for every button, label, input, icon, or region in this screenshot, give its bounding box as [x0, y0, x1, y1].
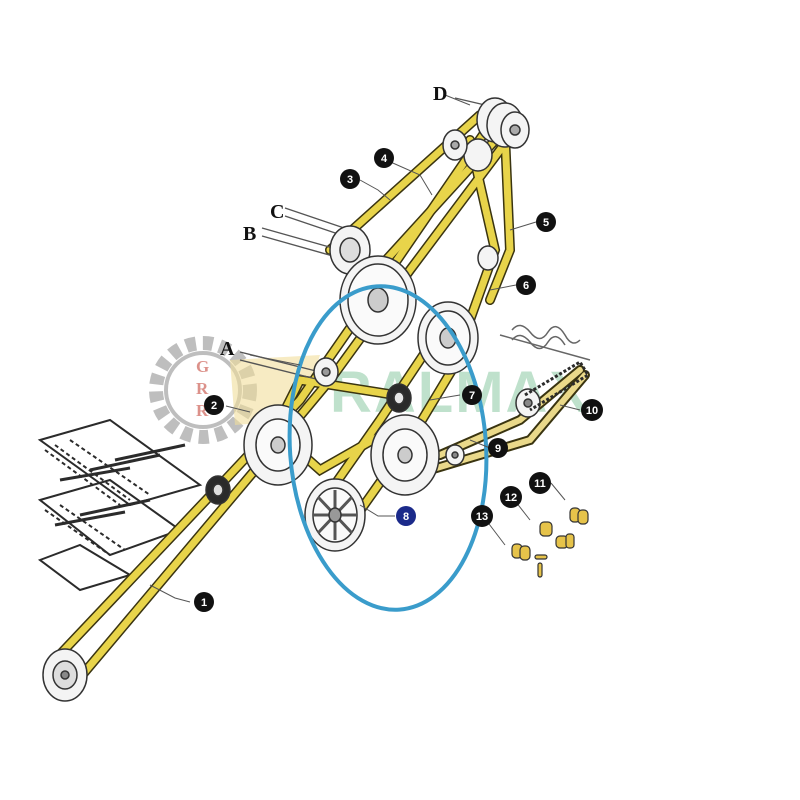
belt-6: [486, 131, 514, 304]
pulley-top-d: [442, 97, 530, 172]
pulley-a: [313, 357, 339, 387]
callout-6: 6: [516, 275, 536, 295]
callout-9: 9: [488, 438, 508, 458]
leader-lines: [149, 94, 581, 603]
label-d: D: [433, 83, 447, 105]
callout-3: 3: [340, 169, 360, 189]
svg-text:5: 5: [543, 217, 549, 229]
svg-text:12: 12: [505, 492, 517, 504]
gear-letter-1: G: [196, 357, 209, 376]
chain-link-11: [569, 507, 589, 525]
pulley-9: [445, 444, 465, 466]
pulleys: [42, 97, 541, 702]
label-a: A: [220, 338, 235, 360]
svg-text:11: 11: [534, 478, 546, 490]
pulley-idler-left: [205, 475, 231, 505]
callout-12: 12: [500, 486, 522, 508]
svg-text:7: 7: [469, 390, 475, 402]
pulley-large-upper: [339, 255, 417, 345]
callout-7: 7: [462, 385, 482, 405]
svg-text:3: 3: [347, 174, 353, 186]
svg-text:2: 2: [211, 400, 217, 412]
pulley-mid: [370, 414, 440, 496]
callout-11: 11: [529, 472, 551, 494]
pulley-bottom: [42, 648, 88, 702]
label-c: C: [270, 201, 284, 223]
pulley-2: [243, 404, 313, 486]
callout-4: 4: [374, 148, 394, 168]
letter-labels: D C B A: [220, 83, 447, 360]
svg-text:1: 1: [201, 597, 207, 609]
pulley-small-right: [477, 245, 499, 271]
callout-2: 2: [204, 395, 224, 415]
svg-text:6: 6: [523, 280, 529, 292]
pulley-10: [515, 388, 541, 418]
svg-text:4: 4: [381, 153, 388, 165]
auger-shaft: [499, 324, 591, 361]
pulley-8: [304, 478, 366, 552]
callouts: 1 2 3 4 5 6 7 8: [194, 148, 603, 612]
chain-link-13: [511, 543, 548, 578]
chain-link-12: [539, 521, 575, 549]
svg-text:8: 8: [403, 511, 409, 523]
pulley-7: [386, 383, 412, 413]
gear-letter-2: R: [196, 379, 209, 398]
label-b: B: [243, 223, 256, 245]
chain-10: [524, 359, 591, 412]
svg-text:10: 10: [586, 405, 598, 417]
callout-1: 1: [194, 592, 214, 612]
callout-5: 5: [536, 212, 556, 232]
callout-10: 10: [581, 399, 603, 421]
belt-9a: [437, 367, 583, 458]
callout-13: 13: [471, 505, 493, 527]
chain-links: [511, 507, 589, 578]
conveyor-chain: [37, 418, 203, 592]
highlight-ring: [287, 284, 489, 612]
callout-8: 8: [396, 506, 416, 526]
svg-text:9: 9: [495, 443, 501, 455]
svg-text:13: 13: [476, 511, 488, 523]
